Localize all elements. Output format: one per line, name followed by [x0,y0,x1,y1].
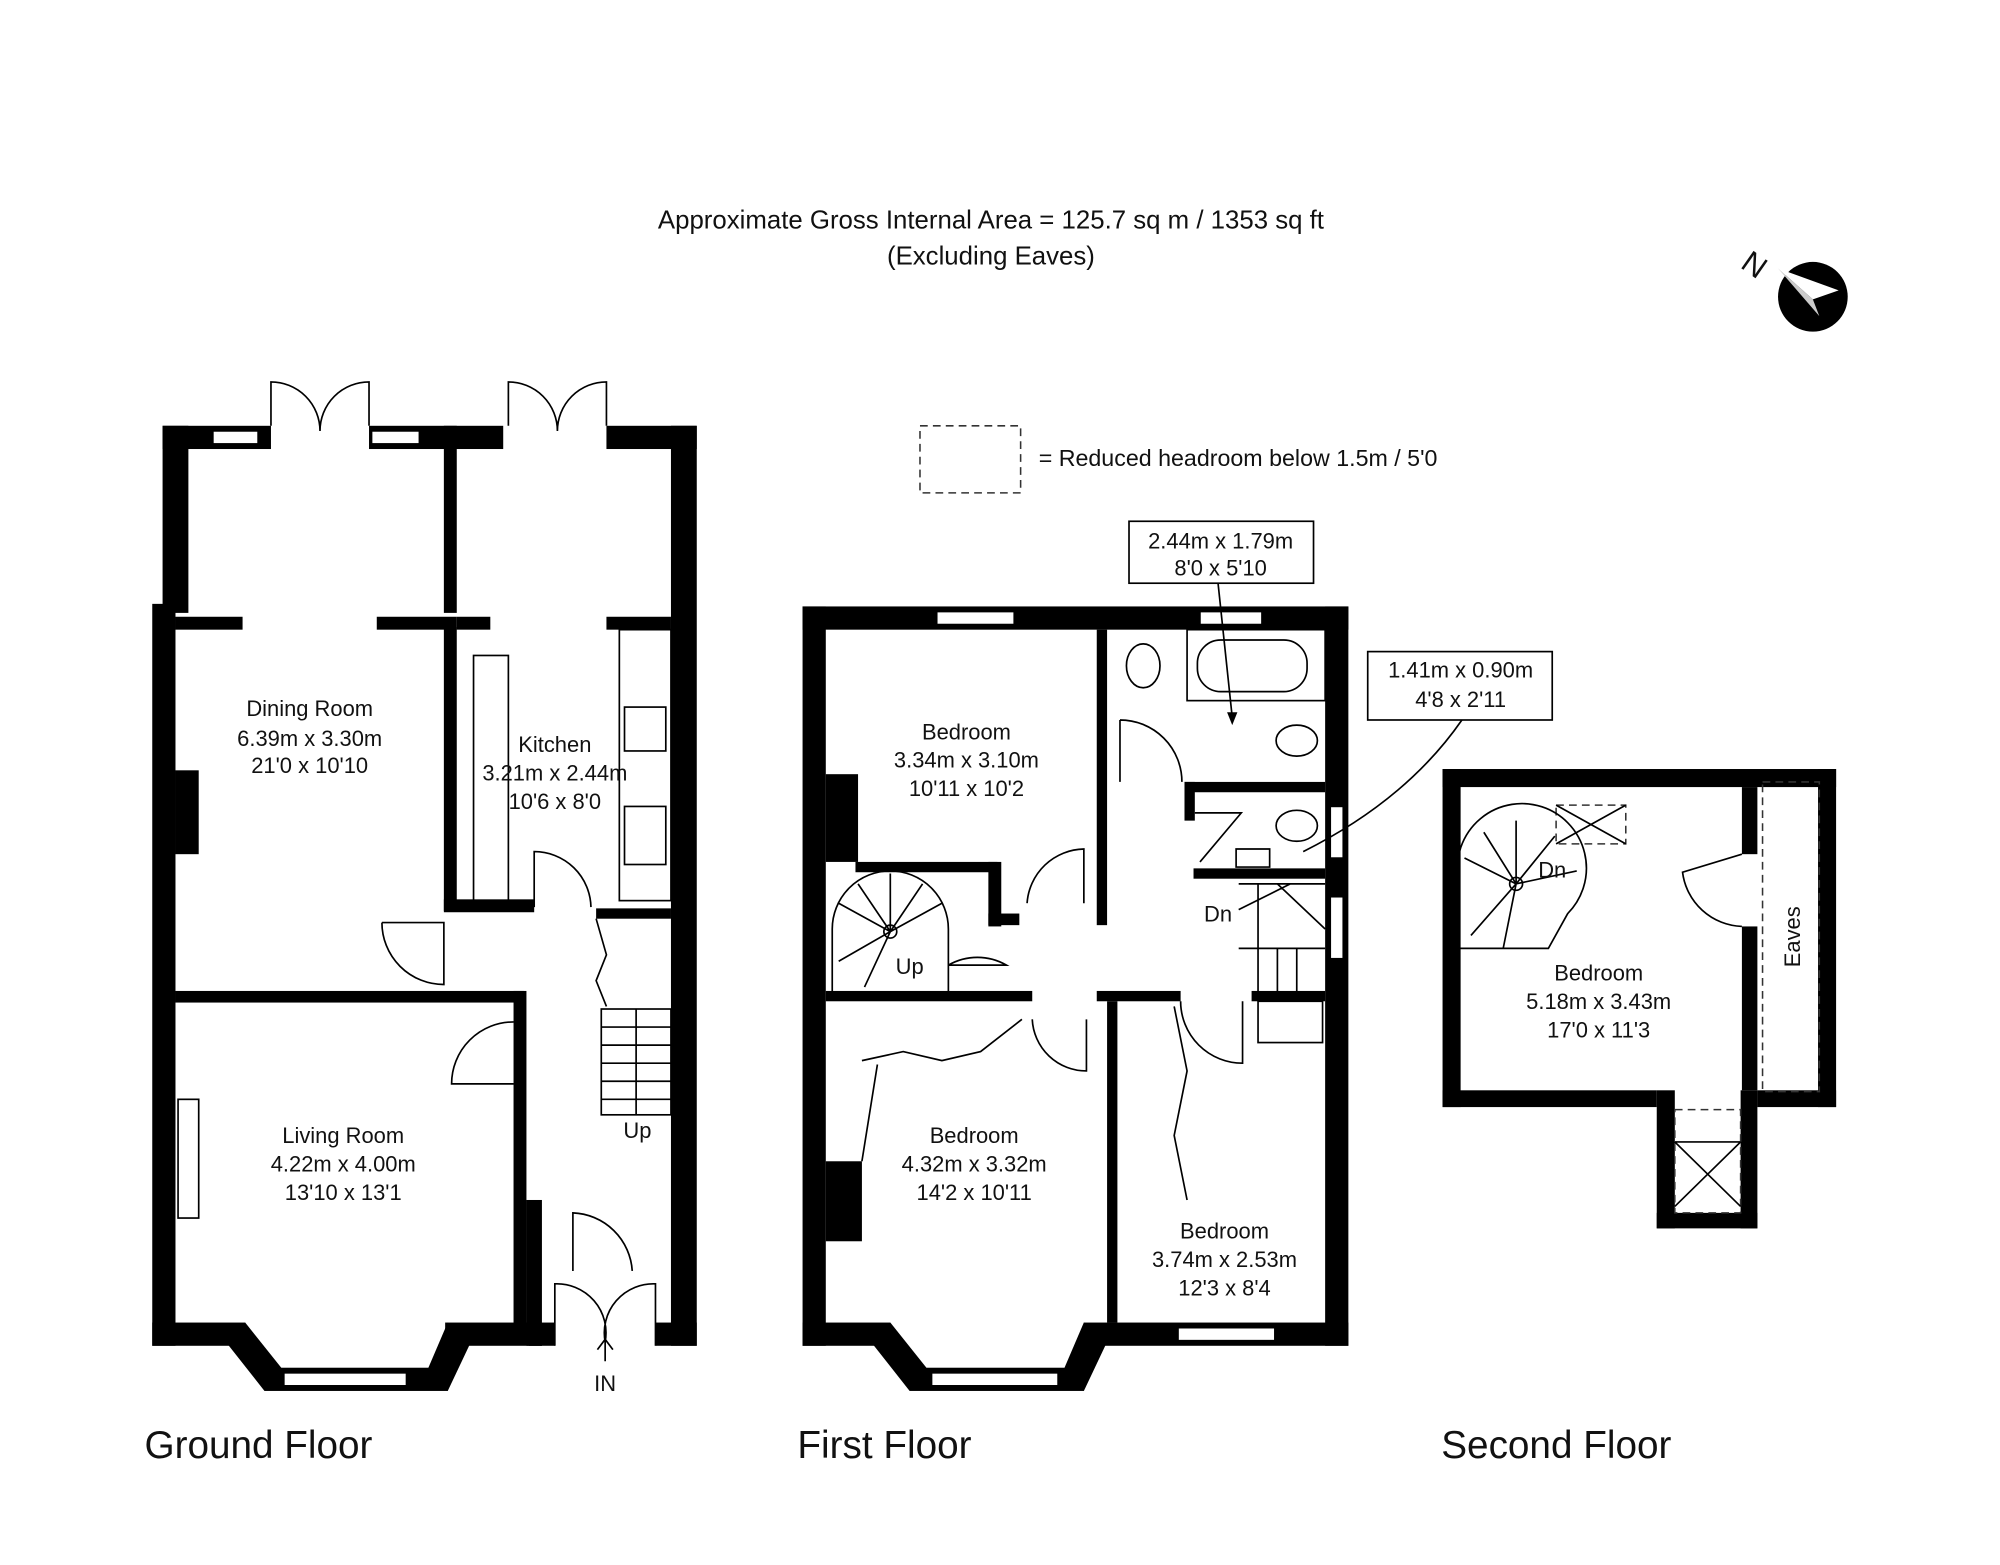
living-room-metric: 4.22m x 4.00m [271,1152,416,1177]
attic-bedroom-imperial: 17'0 x 11'3 [1547,1017,1650,1042]
wc-callout-imperial: 4'8 x 2'11 [1415,687,1506,712]
attic-bedroom-name: Bedroom [1554,961,1643,986]
second-floor-title: Second Floor [1441,1424,1671,1467]
second-stairs-label: Dn [1538,857,1566,882]
bathtub-icon [1186,628,1326,702]
bathroom-callout-metric: 2.44m x 1.79m [1148,528,1293,553]
dining-room-metric: 6.39m x 3.30m [237,726,382,751]
first-floor-title: First Floor [797,1424,971,1467]
living-room-imperial: 13'10 x 13'1 [285,1180,402,1205]
sink-icon [623,805,667,866]
bedroom3-metric: 3.74m x 2.53m [1152,1247,1297,1272]
bedroom1-metric: 3.34m x 3.10m [894,748,1039,773]
bathroom-callout-imperial: 8'0 x 5'10 [1174,555,1266,580]
bedroom1-imperial: 10'11 x 10'2 [909,776,1024,801]
area-title: Approximate Gross Internal Area = 125.7 … [658,206,1324,234]
ground-stairs-label: Up [623,1118,651,1143]
entrance-label: IN [594,1371,616,1396]
entrance-arrow-icon [596,1337,614,1362]
ground-floor-staircase [595,918,672,1116]
eaves-label: Eaves [1780,906,1805,967]
first-floor-plan: 2.44m x 1.79m 8'0 x 5'10 1.41m x 0.90m 4… [802,520,1554,1391]
bedroom2-metric: 4.32m x 3.32m [902,1152,1047,1177]
callout-arrow-icon [1217,583,1234,718]
bedroom3-name: Bedroom [1180,1219,1269,1244]
compass-north-label: N [1735,244,1773,285]
wc-callout [1366,650,1554,721]
toilet-icon [1125,643,1161,689]
ground-floor-plan: Dining Room 6.39m x 3.30m 21'0 x 10'10 K… [152,381,697,1396]
kitchen-name: Kitchen [518,732,591,757]
hob-icon [623,706,667,752]
attic-bedroom-metric: 5.18m x 3.43m [1526,989,1671,1014]
legend-text: = Reduced headroom below 1.5m / 5'0 [1039,445,1438,471]
ground-floor-title: Ground Floor [145,1424,373,1467]
basin-icon [1235,848,1271,868]
eaves-reduced-headroom [1761,781,1821,1093]
second-floor-spiral-staircase [1456,802,1588,950]
bedroom2-name: Bedroom [930,1123,1019,1148]
bedroom2-imperial: 14'2 x 10'11 [917,1180,1032,1205]
second-floor-plan: Dn Bedroom 5.18m x 3.43m 17'0 x 11'3 Eav… [1442,769,1837,1229]
first-floor-spiral-staircase [831,870,950,995]
kitchen-imperial: 10'6 x 8'0 [509,789,601,814]
dining-room-name: Dining Room [246,696,373,721]
north-compass-icon: N [1735,244,1848,332]
living-room-name: Living Room [282,1123,404,1148]
bedroom1-name: Bedroom [922,719,1011,744]
callout-arrow-icon [1302,719,1463,853]
skylight-reduced-headroom [1555,804,1627,845]
dining-room-imperial: 21'0 x 10'10 [251,753,368,778]
spiral-stairs-label: Up [896,954,924,979]
kitchen-metric: 3.21m x 2.44m [482,761,627,786]
wc-callout-metric: 1.41m x 0.90m [1388,657,1533,682]
bedroom3-imperial: 12'3 x 8'4 [1178,1275,1270,1300]
area-note: (Excluding Eaves) [887,243,1095,271]
reduced-headroom-swatch [919,425,1022,494]
first-stairs-label: Dn [1204,901,1232,926]
bathroom-callout [1128,520,1315,585]
first-floor-staircase [1238,883,1326,1044]
